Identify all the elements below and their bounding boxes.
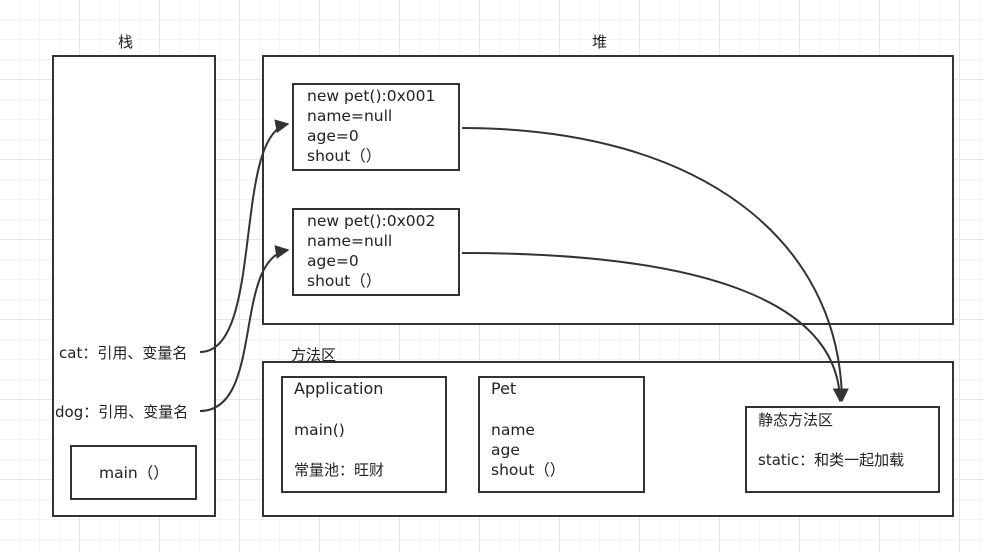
main-frame-label: main（） [99, 464, 169, 482]
object-2-header: new pet():0x002 [307, 212, 436, 230]
pet-class-box: Pet name age shout（） [478, 376, 645, 493]
cat-reference-label: cat：引用、变量名 [59, 344, 188, 362]
main-frame-box: main（） [70, 445, 197, 500]
object-2-age: age=0 [307, 252, 359, 270]
object-1-method: shout（） [307, 147, 382, 165]
heap-object-2: new pet():0x002 name=null age=0 shout（） [292, 208, 460, 296]
application-title: Application [294, 379, 384, 398]
static-method-area-box: 静态方法区 static：和类一起加载 [745, 406, 940, 493]
object-2-method: shout（） [307, 272, 382, 290]
method-area-title: 方法区 [291, 346, 337, 364]
pet-method-shout: shout（） [491, 461, 566, 479]
application-constant-pool: 常量池：旺财 [294, 461, 385, 479]
object-1-age: age=0 [307, 127, 359, 145]
pet-field-name: name [491, 421, 535, 439]
heap-title: 堆 [592, 33, 608, 51]
object-2-name: name=null [307, 232, 393, 250]
dog-reference-label: dog：引用、变量名 [55, 403, 189, 421]
static-area-note: static：和类一起加载 [758, 451, 905, 469]
application-main-method: main() [294, 421, 345, 439]
heap-object-1: new pet():0x001 name=null age=0 shout（） [292, 83, 460, 171]
pet-class-title: Pet [491, 379, 517, 398]
stack-title: 栈 [118, 33, 134, 51]
static-area-title: 静态方法区 [758, 411, 834, 429]
object-1-name: name=null [307, 107, 393, 125]
application-class-box: Application main() 常量池：旺财 [281, 376, 447, 493]
stack-box [52, 55, 216, 517]
object-1-header: new pet():0x001 [307, 87, 436, 105]
pet-field-age: age [491, 441, 520, 459]
